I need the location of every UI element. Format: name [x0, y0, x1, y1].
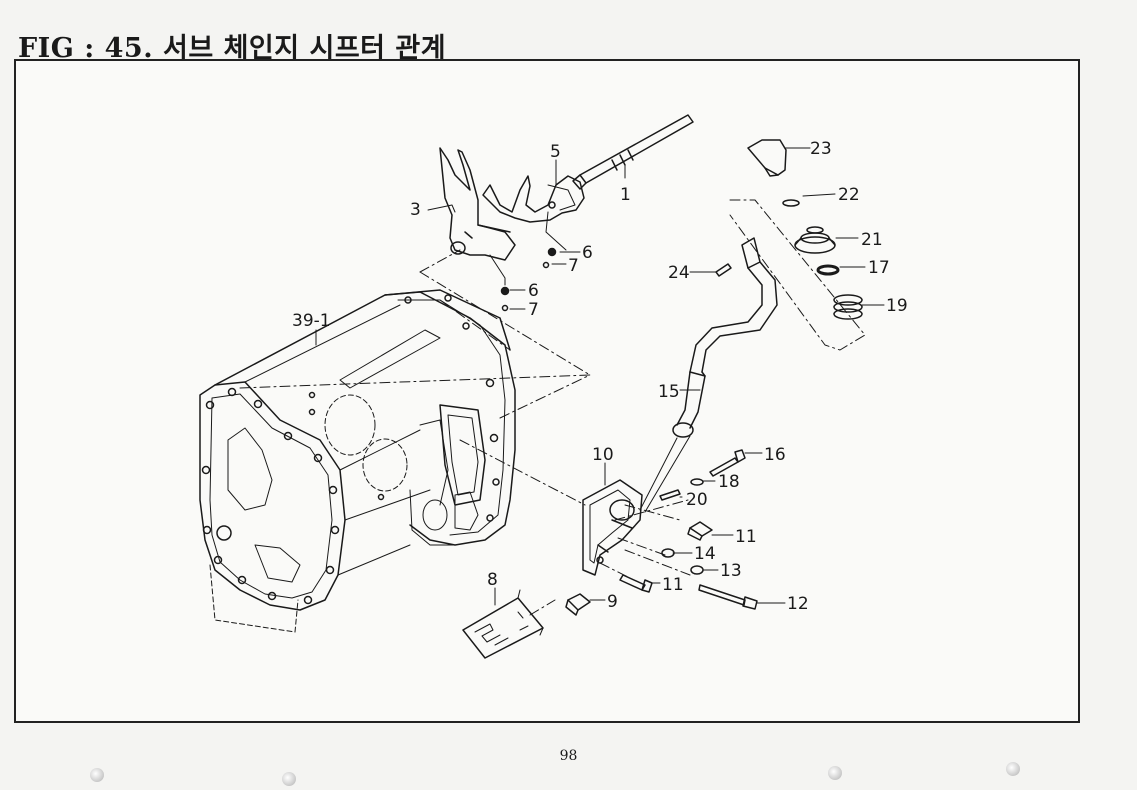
callout-8: 8 — [487, 570, 498, 590]
callout-7a: 7 — [568, 256, 579, 276]
callout-5: 5 — [550, 142, 561, 162]
callout-1: 1 — [620, 185, 631, 205]
boot-21 — [794, 226, 836, 254]
callout-11a: 11 — [735, 527, 757, 547]
callout-11b: 11 — [662, 575, 684, 595]
callout-6b: 6 — [528, 281, 539, 301]
washer-13 — [690, 565, 704, 575]
binder-hole — [90, 768, 104, 782]
callout-6a: 6 — [582, 243, 593, 263]
callout-24: 24 — [668, 263, 690, 283]
callout-14: 14 — [694, 544, 716, 564]
callout-15: 15 — [658, 382, 680, 402]
callout-18: 18 — [718, 472, 740, 492]
callout-3: 3 — [410, 200, 421, 220]
figure-title: FIG : 45. 서브 체인지 시프터 관계 — [18, 33, 447, 64]
callout-13: 13 — [720, 561, 742, 581]
assembly-guide-lines — [239, 199, 866, 579]
callout-9: 9 — [607, 592, 618, 612]
binder-hole — [828, 766, 842, 780]
diagram-frame — [14, 59, 1080, 723]
callout-16: 16 — [764, 445, 786, 465]
bolt-9 — [565, 593, 591, 616]
callout-23: 23 — [810, 139, 832, 159]
washer-22 — [782, 199, 800, 207]
callout-39-1: 39-1 — [292, 311, 331, 331]
callout-labels: 1 5 3 6 7 6 7 39-1 23 22 21 17 19 24 15 … — [292, 139, 908, 614]
callout-21: 21 — [861, 230, 883, 250]
binder-hole — [1006, 762, 1020, 776]
callout-19: 19 — [886, 296, 908, 316]
callout-22: 22 — [838, 185, 860, 205]
detent-parts — [500, 247, 557, 312]
shift-fork-5 — [482, 175, 585, 251]
callout-10: 10 — [592, 445, 614, 465]
leader-lines — [315, 147, 885, 606]
washer-14 — [661, 548, 675, 558]
shift-shaft — [572, 114, 694, 190]
callout-7b: 7 — [528, 300, 539, 320]
callout-20: 20 — [686, 490, 708, 510]
callout-17: 17 — [868, 258, 890, 278]
shift-knob — [747, 139, 787, 177]
shift-pattern-plate — [462, 589, 556, 659]
bolt-11b — [619, 574, 653, 593]
binder-hole — [282, 772, 296, 786]
bolt-16 — [709, 449, 746, 477]
bolt-12 — [698, 584, 758, 610]
spring-19 — [833, 294, 863, 320]
callout-12: 12 — [787, 594, 809, 614]
washer-18 — [690, 478, 704, 486]
pin-24 — [715, 263, 732, 277]
shift-lever — [639, 237, 778, 513]
page-number: 98 — [559, 748, 578, 764]
bracket-10 — [582, 479, 643, 576]
shift-fork-3 — [439, 147, 516, 286]
transmission-housing — [199, 289, 516, 633]
pin-20 — [659, 489, 681, 501]
bolt-11a — [687, 521, 713, 541]
ring-17 — [816, 264, 840, 276]
